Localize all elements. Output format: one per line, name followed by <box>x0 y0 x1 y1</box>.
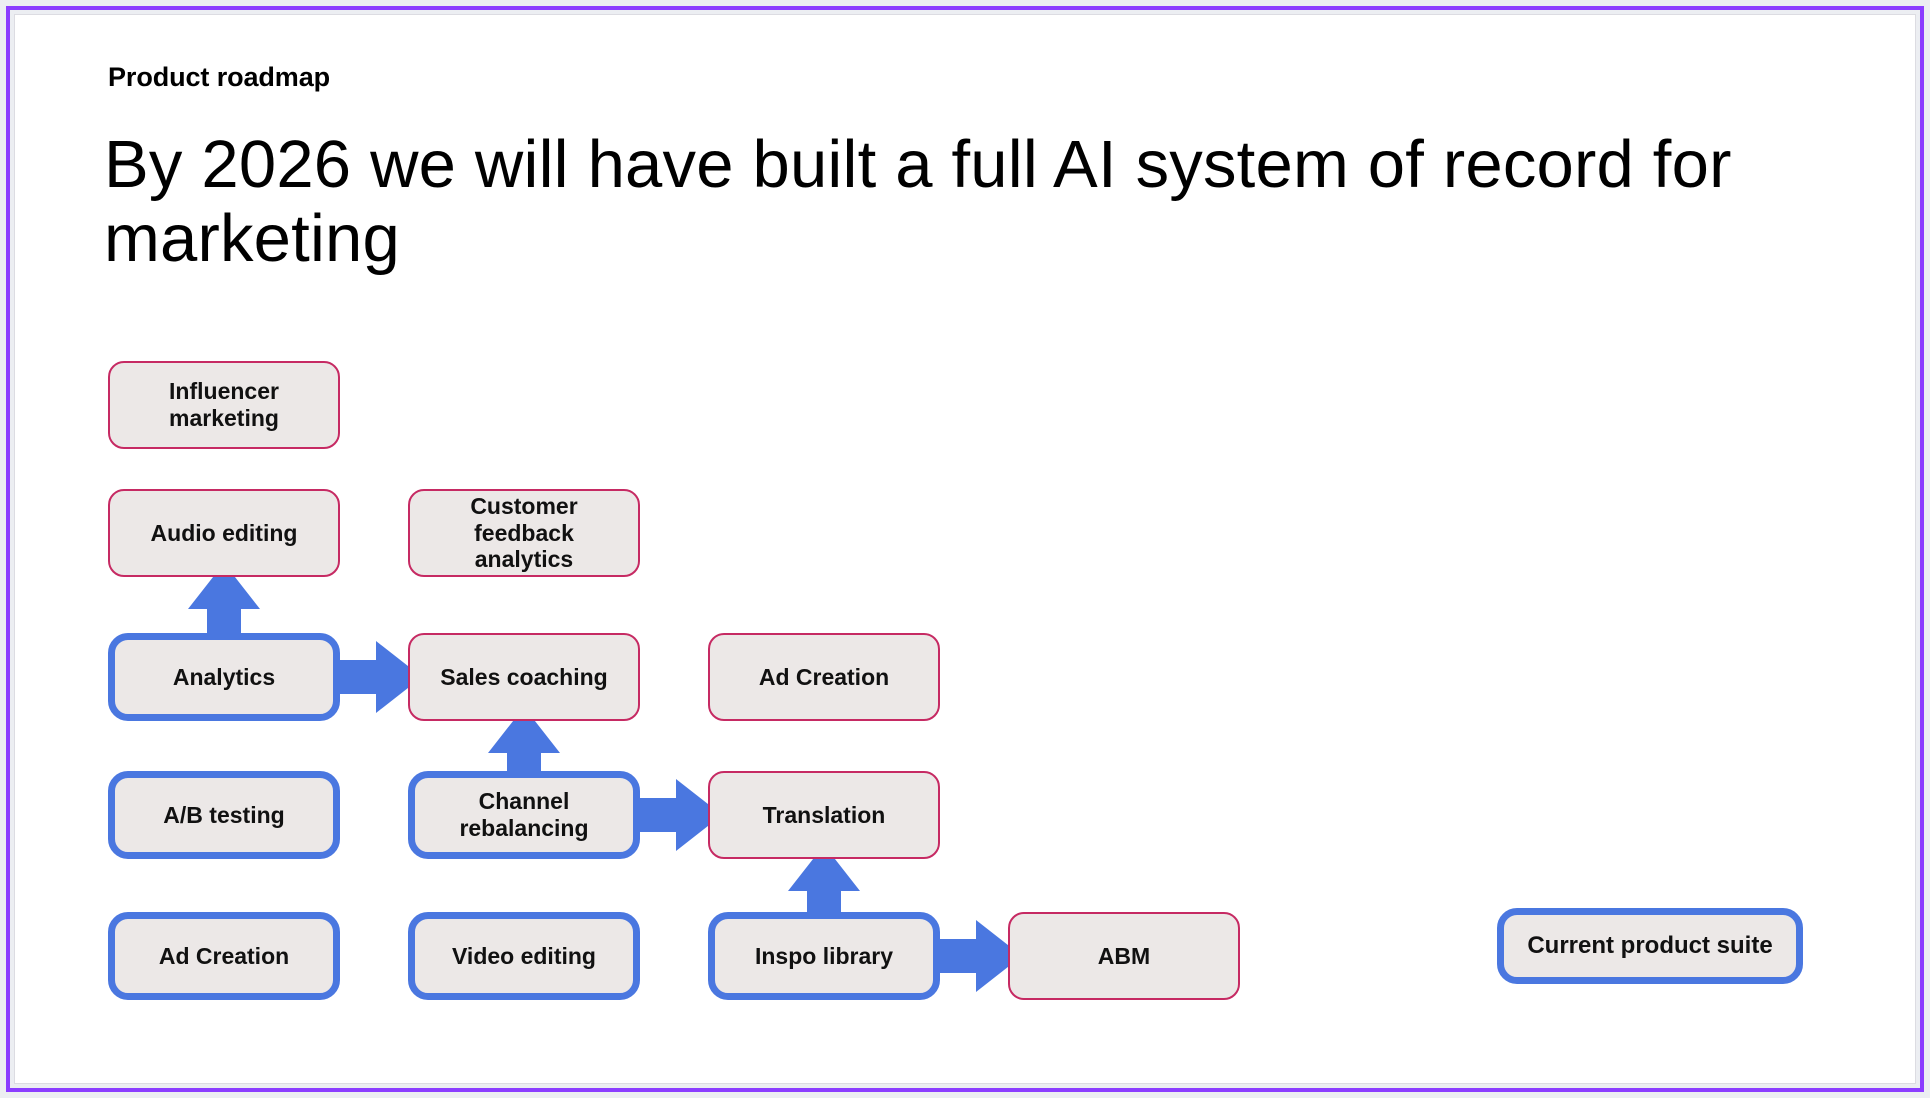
node-label: Sales coaching <box>440 663 608 690</box>
node-label: Video editing <box>452 942 596 969</box>
node-audio-editing[interactable]: Audio editing <box>108 489 340 577</box>
node-translation[interactable]: Translation <box>708 771 940 859</box>
node-abm[interactable]: ABM <box>1008 912 1240 1000</box>
slide-headline: By 2026 we will have built a full AI sys… <box>104 127 1732 277</box>
node-label: Channel rebalancing <box>459 788 589 841</box>
node-sales-coaching[interactable]: Sales coaching <box>408 633 640 721</box>
node-label: Ad Creation <box>758 663 890 690</box>
node-label: Translation <box>762 801 886 828</box>
node-label: Customer feedback analytics <box>470 493 578 573</box>
node-ad-creation-top[interactable]: Ad Creation <box>708 633 940 721</box>
node-channel-rebalancing[interactable]: Channel rebalancing <box>408 771 640 859</box>
slide-eyebrow: Product roadmap <box>108 62 331 92</box>
legend-current-product-suite[interactable]: Current product suite <box>1497 908 1803 984</box>
legend-label: Current product suite <box>1527 932 1773 960</box>
node-label: A/B testing <box>163 801 285 828</box>
node-label: Ad Creation <box>158 942 290 969</box>
node-label: Analytics <box>172 663 276 690</box>
node-video-editing[interactable]: Video editing <box>408 912 640 1000</box>
node-label: Inspo library <box>754 942 894 969</box>
node-label: ABM <box>1097 942 1151 969</box>
node-label: Influencer marketing <box>169 378 279 431</box>
node-ad-creation-bottom[interactable]: Ad Creation <box>108 912 340 1000</box>
node-analytics[interactable]: Analytics <box>108 633 340 721</box>
node-label: Audio editing <box>150 519 298 546</box>
node-influencer-marketing[interactable]: Influencer marketing <box>108 361 340 449</box>
node-customer-feedback[interactable]: Customer feedback analytics <box>408 489 640 577</box>
node-ab-testing[interactable]: A/B testing <box>108 771 340 859</box>
node-inspo-library[interactable]: Inspo library <box>708 912 940 1000</box>
